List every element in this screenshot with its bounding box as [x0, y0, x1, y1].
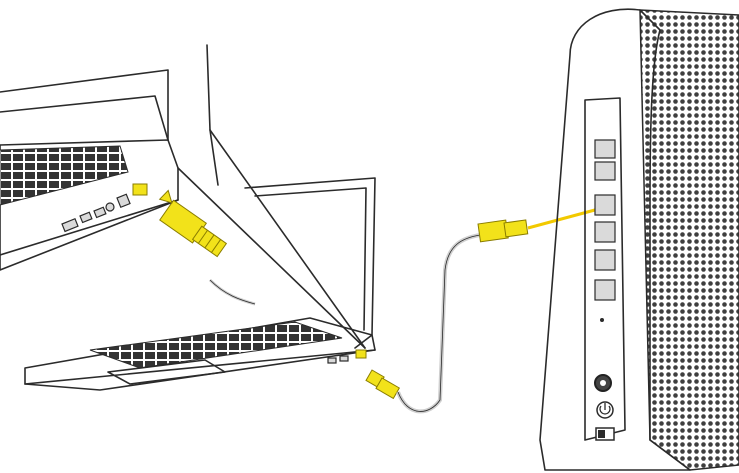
- reset-hole: [600, 318, 604, 322]
- laptop-plug-icon: [366, 370, 399, 398]
- router-port-icon: [595, 280, 615, 300]
- router-port-icon: [595, 222, 615, 242]
- laptop-small-ethernet-port-icon: [356, 350, 366, 358]
- ethernet-cable-icon: [150, 189, 255, 304]
- power-icon: [597, 402, 613, 418]
- router-ethernet-port-icon: [595, 195, 615, 215]
- router-icon: [540, 9, 739, 470]
- laptop-closeup: [0, 70, 178, 270]
- zoom-cone: [178, 45, 365, 348]
- router-port-icon: [595, 250, 615, 270]
- router-port-icon: [595, 162, 615, 180]
- ethernet-plug-icon: [150, 189, 232, 259]
- connecting-cable: [398, 207, 606, 411]
- laptop-icon: [25, 178, 375, 390]
- laptop-keyboard: [0, 146, 128, 205]
- router-plug-icon: [478, 220, 528, 242]
- router-ports: [595, 140, 615, 300]
- laptop-ethernet-port-icon: [133, 184, 147, 195]
- router-port-icon: [595, 140, 615, 158]
